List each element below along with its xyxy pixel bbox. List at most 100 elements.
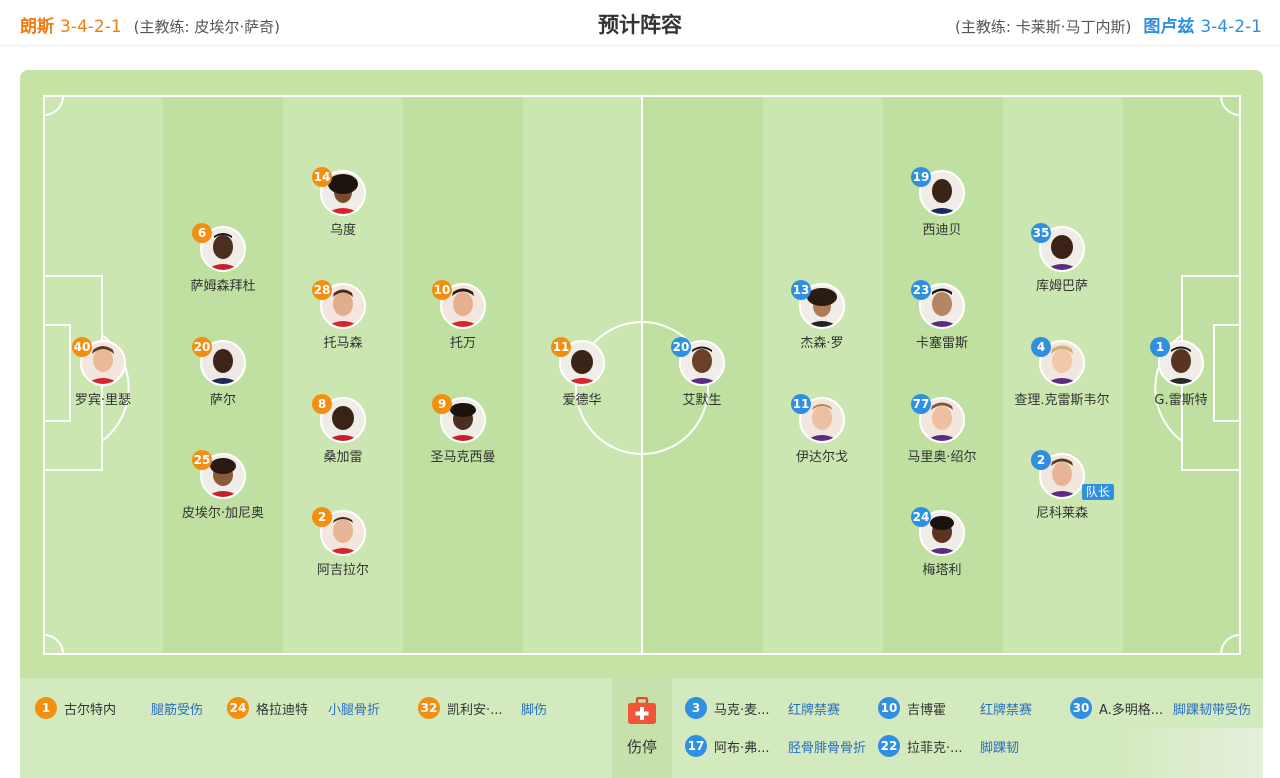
player-home[interactable]: 8 桑加雷 [283, 394, 403, 465]
player-number: 40 [72, 337, 92, 357]
player-number: 2 [312, 507, 332, 527]
player-name: 艾默生 [682, 393, 722, 408]
player-name: 桑加雷 [323, 450, 363, 465]
injury-reason: 脚踝韧 [980, 741, 1020, 756]
player-home[interactable]: 2 阿吉拉尔 [283, 507, 403, 578]
injury-player-name: 吉博霍 [907, 703, 947, 718]
injury-player-name: 马克·麦... [714, 703, 770, 718]
pitch-area: 40 罗宾·里瑟 6 萨姆森拜杜 20 萨尔 25 皮埃尔·加尼奥 14 乌度 … [20, 70, 1263, 678]
player-number: 24 [911, 507, 931, 527]
injury-player-name: 凯利安·... [447, 703, 503, 718]
pitch: 40 罗宾·里瑟 6 萨姆森拜杜 20 萨尔 25 皮埃尔·加尼奥 14 乌度 … [43, 95, 1241, 655]
player-away[interactable]: 20 艾默生 [642, 337, 762, 408]
player-name: 萨姆森拜杜 [190, 279, 256, 294]
injury-reason: 脚踝韧带受伤 [1173, 703, 1252, 718]
injury-number: 32 [418, 697, 440, 719]
injuries-label: 伤停 [626, 738, 657, 756]
home-team-name[interactable]: 朗斯 [20, 17, 54, 37]
away-team-name[interactable]: 图卢兹 [1143, 17, 1195, 37]
player-home[interactable]: 11 爱德华 [522, 337, 642, 408]
player-away[interactable]: 13 杰森·罗 [762, 280, 882, 351]
player-name: G.雷斯特 [1154, 393, 1208, 408]
player-home[interactable]: 9 圣马克西曼 [403, 394, 523, 465]
player-number: 11 [551, 337, 571, 357]
player-photo [200, 340, 246, 386]
player-name: 梅塔利 [922, 563, 962, 578]
player-name: 查理.克雷斯韦尔 [1014, 393, 1110, 408]
injury-reason: 胫骨腓骨骨折 [788, 741, 867, 756]
player-photo [320, 283, 366, 329]
injury-number: 1 [35, 697, 57, 719]
home-coach: (主教练: 皮埃尔·萨奇) [133, 18, 280, 36]
player-number: 28 [312, 280, 332, 300]
injury-player-name: 拉菲克·... [907, 741, 963, 756]
player-name: 萨尔 [209, 393, 236, 408]
player-number: 6 [192, 223, 212, 243]
page-title: 预计阵容 [598, 13, 682, 37]
player-away[interactable]: 11 伊达尔戈 [762, 394, 882, 465]
player-home[interactable]: 20 萨尔 [163, 337, 283, 408]
player-home[interactable]: 40 罗宾·里瑟 [43, 337, 163, 408]
injury-number: 17 [685, 735, 707, 757]
injury-number: 22 [878, 735, 900, 757]
player-number: 35 [1031, 223, 1051, 243]
player-name: 杰森·罗 [800, 336, 844, 351]
player-name: 托万 [449, 336, 476, 351]
injury-player-name: A.多明格... [1099, 703, 1164, 718]
player-photo [440, 397, 486, 443]
away-coach: (主教练: 卡莱斯·马丁内斯) [955, 18, 1132, 36]
player-name: 爱德华 [562, 393, 602, 408]
player-photo [320, 510, 366, 556]
player-number: 2 [1031, 450, 1051, 470]
injury-reason: 小腿骨折 [328, 703, 381, 718]
injury-number: 3 [685, 697, 707, 719]
player-home[interactable]: 10 托万 [403, 280, 523, 351]
pitch-stripe [763, 95, 883, 655]
player-number: 77 [911, 394, 931, 414]
home-team-info: 朗斯 3-4-2-1 (主教练: 皮埃尔·萨奇) [20, 12, 280, 37]
player-photo [919, 170, 965, 216]
injuries-panel: 1 古尔特内 腿筋受伤 24 格拉迪特 小腿骨折 32 凯利安·... 脚伤 伤… [20, 678, 1263, 778]
injury-reason: 红牌禁赛 [980, 703, 1033, 718]
player-name: 卡塞雷斯 [915, 336, 968, 351]
player-away[interactable]: 4 查理.克雷斯韦尔 [1002, 337, 1122, 408]
player-away[interactable]: 77 马里奥·绍尔 [882, 394, 1002, 465]
player-number: 14 [312, 167, 332, 187]
injury-number: 10 [878, 697, 900, 719]
player-photo [1039, 226, 1085, 272]
player-home[interactable]: 14 乌度 [283, 167, 403, 238]
player-away[interactable]: 35 库姆巴萨 [1002, 223, 1122, 294]
player-name: 伊达尔戈 [795, 450, 848, 465]
player-number: 20 [192, 337, 212, 357]
injury-reason: 红牌禁赛 [788, 703, 841, 718]
injury-player-name: 格拉迪特 [256, 703, 309, 718]
player-photo [440, 283, 486, 329]
player-number: 25 [192, 450, 212, 470]
injuries-label-box: 伤停 [612, 678, 672, 778]
player-name: 阿吉拉尔 [316, 563, 369, 578]
player-away[interactable]: 2 尼科莱森 队长 [1002, 450, 1122, 521]
player-away[interactable]: 1 G.雷斯特 [1121, 337, 1241, 408]
player-photo [919, 510, 965, 556]
away-formation: 3-4-2-1 [1200, 17, 1262, 37]
player-number: 13 [791, 280, 811, 300]
player-number: 10 [432, 280, 452, 300]
injury-reason: 腿筋受伤 [151, 703, 204, 718]
player-away[interactable]: 19 西迪贝 [882, 167, 1002, 238]
player-name: 乌度 [329, 223, 356, 238]
player-away[interactable]: 24 梅塔利 [882, 507, 1002, 578]
injury-number: 24 [227, 697, 249, 719]
home-formation: 3-4-2-1 [60, 17, 122, 37]
player-home[interactable]: 25 皮埃尔·加尼奥 [163, 450, 283, 521]
player-away[interactable]: 23 卡塞雷斯 [882, 280, 1002, 351]
player-name: 尼科莱森 [1035, 506, 1088, 521]
player-name: 托马森 [323, 336, 363, 351]
player-name: 皮埃尔·加尼奥 [181, 506, 265, 521]
player-number: 1 [1150, 337, 1170, 357]
player-name: 圣马克西曼 [430, 450, 496, 465]
player-number: 9 [432, 394, 452, 414]
player-home[interactable]: 6 萨姆森拜杜 [163, 223, 283, 294]
player-name: 库姆巴萨 [1035, 279, 1088, 294]
player-home[interactable]: 28 托马森 [283, 280, 403, 351]
